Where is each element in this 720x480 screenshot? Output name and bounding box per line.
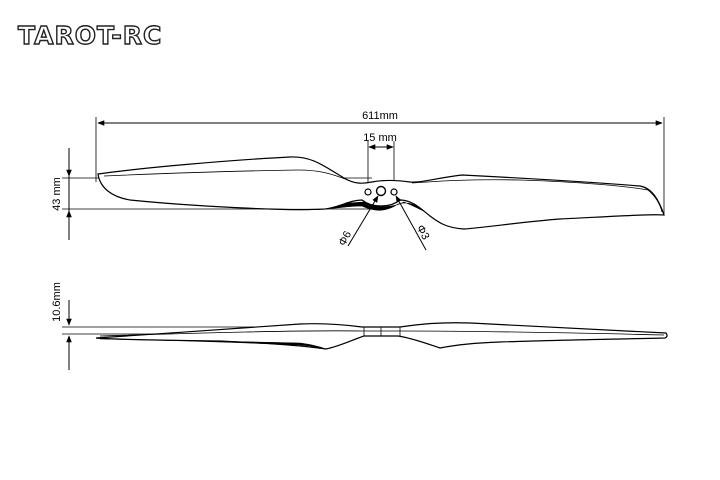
center-hole-leader — [347, 195, 379, 247]
side-view: 10.6mm — [51, 282, 668, 370]
span-label: 611mm — [362, 110, 398, 122]
side-hole-right — [390, 188, 398, 196]
center-hole — [375, 185, 387, 197]
side-hole-label: Φ3 — [414, 223, 432, 242]
span-dimension: 611mm — [95, 110, 665, 214]
brand-logo-text: TAROT-RC — [18, 21, 162, 50]
center-hole-label: Φ6 — [337, 229, 355, 248]
chord-label: 43 mm — [51, 177, 63, 211]
hub-spacing-label: 15 mm — [363, 132, 397, 144]
side-hole-leader — [395, 195, 427, 251]
side-underside-band — [99, 338, 327, 350]
blade-inner-line-right — [411, 179, 663, 213]
brand-logo: TAROT-RC — [17, 20, 162, 50]
propeller-side-outline — [95, 322, 668, 350]
thickness-label: 10.6mm — [51, 282, 63, 322]
top-view: 611mm 15 mm 43 mm — [51, 110, 665, 251]
propeller-side-blade — [95, 322, 668, 350]
propeller-top-outline — [97, 156, 665, 230]
blade-inner-line — [103, 169, 349, 181]
side-hole-left — [364, 188, 372, 196]
